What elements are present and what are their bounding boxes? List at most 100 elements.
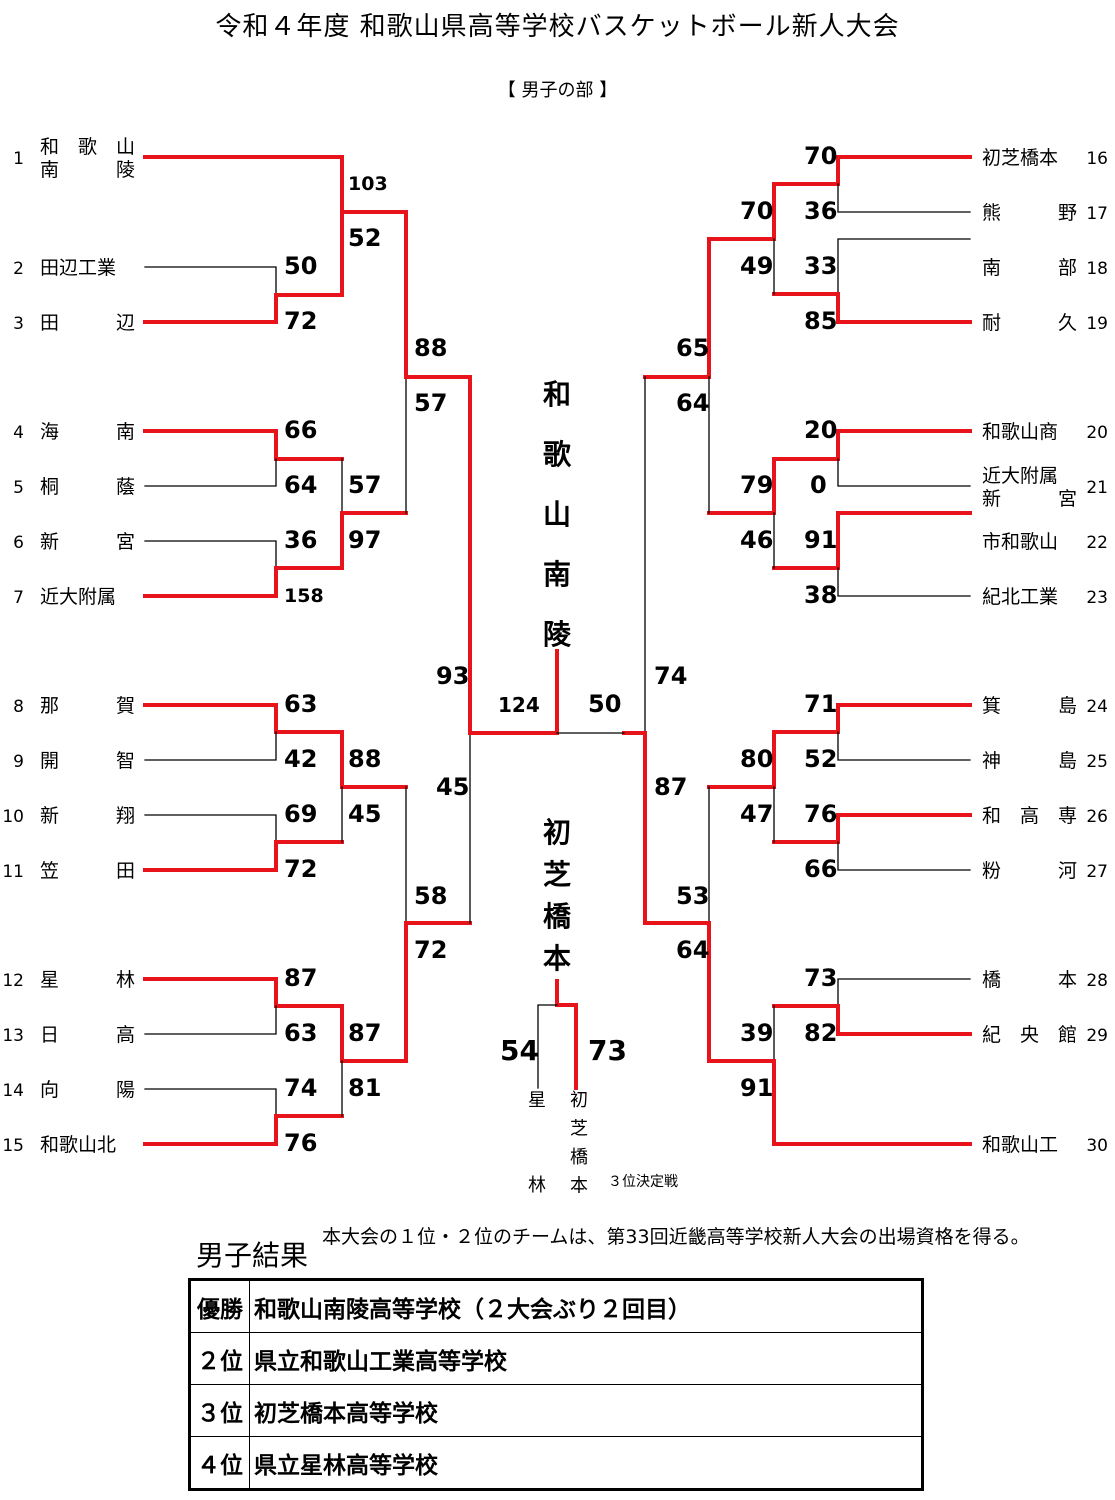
score-label: 47 [740,800,773,828]
team-number: 15 [2,1136,24,1156]
champion-name-char: 南 [543,558,571,591]
team-name: 那 賀 [40,695,135,717]
team-number: 16 [1086,149,1108,169]
score-label: 72 [284,307,317,335]
score-label: 20 [804,416,837,444]
score-label: 64 [676,936,709,964]
loser-line [537,1004,558,1089]
team-number: 26 [1086,807,1108,827]
team-number: 17 [1086,204,1108,224]
team-number: 9 [13,752,24,772]
team-name: 新 宮 [982,488,1077,510]
winner-line [772,429,972,461]
third-team-char: 星 [528,1090,546,1111]
team-name: 耐 久 [982,312,1077,334]
team-number: 4 [13,423,24,443]
team-name: 星 林 [40,969,135,991]
team-number: 20 [1086,423,1108,443]
score-label: 57 [414,389,447,417]
score-label: 76 [284,1129,317,1157]
loser-line [837,183,971,213]
team-number: 24 [1086,697,1108,717]
score-label: 58 [414,882,447,910]
results-table: 優勝 和歌山南陵高等学校（２大会ぶり２回目） ２位 県立和歌山工業高等学校 ３位… [188,1278,924,1491]
loser-line [144,458,277,487]
team-name: 向 陽 [40,1079,135,1101]
winner-line [772,813,972,844]
score-label: 72 [284,855,317,883]
team-name: 笠 田 [40,860,135,882]
score-label: 93 [436,662,469,690]
score-label: 73 [588,1034,627,1067]
loser-line [837,841,971,871]
loser-line [837,731,971,761]
team-name: 近大附属 [40,586,116,608]
third-team-char: 芝 [570,1119,588,1140]
team-number: 12 [2,971,24,991]
score-label: 85 [804,307,837,335]
team-name: 南 部 [982,257,1077,279]
score-label: 72 [414,936,447,964]
loser-line [144,266,277,296]
score-label: 76 [804,800,837,828]
score-label: 81 [348,1074,381,1102]
team-name: 初芝橋本 [982,147,1058,169]
score-label: 64 [676,389,709,417]
third-team-char: 初 [570,1090,588,1111]
team-number: 27 [1086,862,1108,882]
results-heading: 男子結果 [196,1239,309,1272]
score-label: 64 [284,471,317,499]
score-label: 158 [284,585,324,607]
winner-line [772,1004,972,1036]
team-cell: 初芝橋本高等学校 [249,1384,923,1437]
winner-line [143,840,344,872]
score-label: 73 [804,964,837,992]
team-cell: 和歌山南陵高等学校（２大会ぶり２回目） [249,1279,923,1333]
winner-line [404,375,472,735]
team-name: 海 南 [40,421,135,443]
team-name: 新 翔 [40,805,135,827]
score-label: 69 [284,800,317,828]
third-team-char: 橋 [570,1147,588,1168]
loser-line [144,540,277,569]
rank-cell: 優勝 [189,1279,250,1333]
bracket-lines [143,155,972,1146]
loser-line [144,1088,277,1117]
score-label: 52 [348,224,381,252]
score-label: 57 [348,471,381,499]
team-name: 和 高 専 [982,805,1077,827]
score-label: 103 [348,173,388,195]
score-label: 74 [284,1074,317,1102]
score-label: 71 [804,690,837,718]
winner-line [555,979,578,1090]
score-label: 54 [500,1034,539,1067]
team-number: 19 [1086,314,1108,334]
team-number: 3 [13,314,24,334]
team-name: 田辺工業 [40,257,116,279]
team-number: 13 [2,1026,24,1046]
winner-line [143,429,344,461]
score-label: 70 [804,142,837,170]
winner-line [143,566,344,598]
score-label: 124 [498,693,540,717]
score-label: 52 [804,745,837,773]
team-name: 市和歌山 [982,531,1058,553]
score-label: 91 [740,1074,773,1102]
champion-name-char: 陵 [543,618,572,651]
rank-cell: ３位 [189,1384,250,1437]
score-label: 39 [740,1019,773,1047]
score-label: 88 [348,745,381,773]
champion-name-char: 歌 [543,438,572,471]
score-label: 36 [804,197,837,225]
team-name: 田 辺 [40,312,135,334]
score-label: 66 [804,855,837,883]
team-name: 開 智 [40,750,135,772]
score-label: 45 [436,773,469,801]
team-number: 21 [1086,478,1108,498]
page-title: 令和４年度 和歌山県高等学校バスケットボール新人大会 [215,12,900,42]
score-label: 79 [740,471,773,499]
team-number: 18 [1086,259,1108,279]
score-label: 36 [284,526,317,554]
